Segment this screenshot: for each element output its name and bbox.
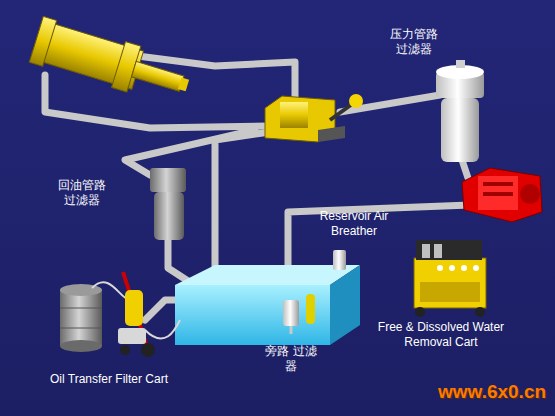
- cart-label: Free & Dissolved Water Removal Cart: [375, 320, 507, 350]
- filter-label: 回油管路 过滤器: [52, 178, 112, 208]
- filter-label: 旁路 过滤器: [264, 344, 318, 374]
- watermark: www.6x0.cn: [438, 381, 546, 403]
- filter-label: 压力管路 过滤器: [384, 27, 444, 57]
- cart-label: Oil Transfer Filter Cart: [34, 372, 184, 387]
- breather-label: Reservoir Air Breather: [306, 209, 402, 239]
